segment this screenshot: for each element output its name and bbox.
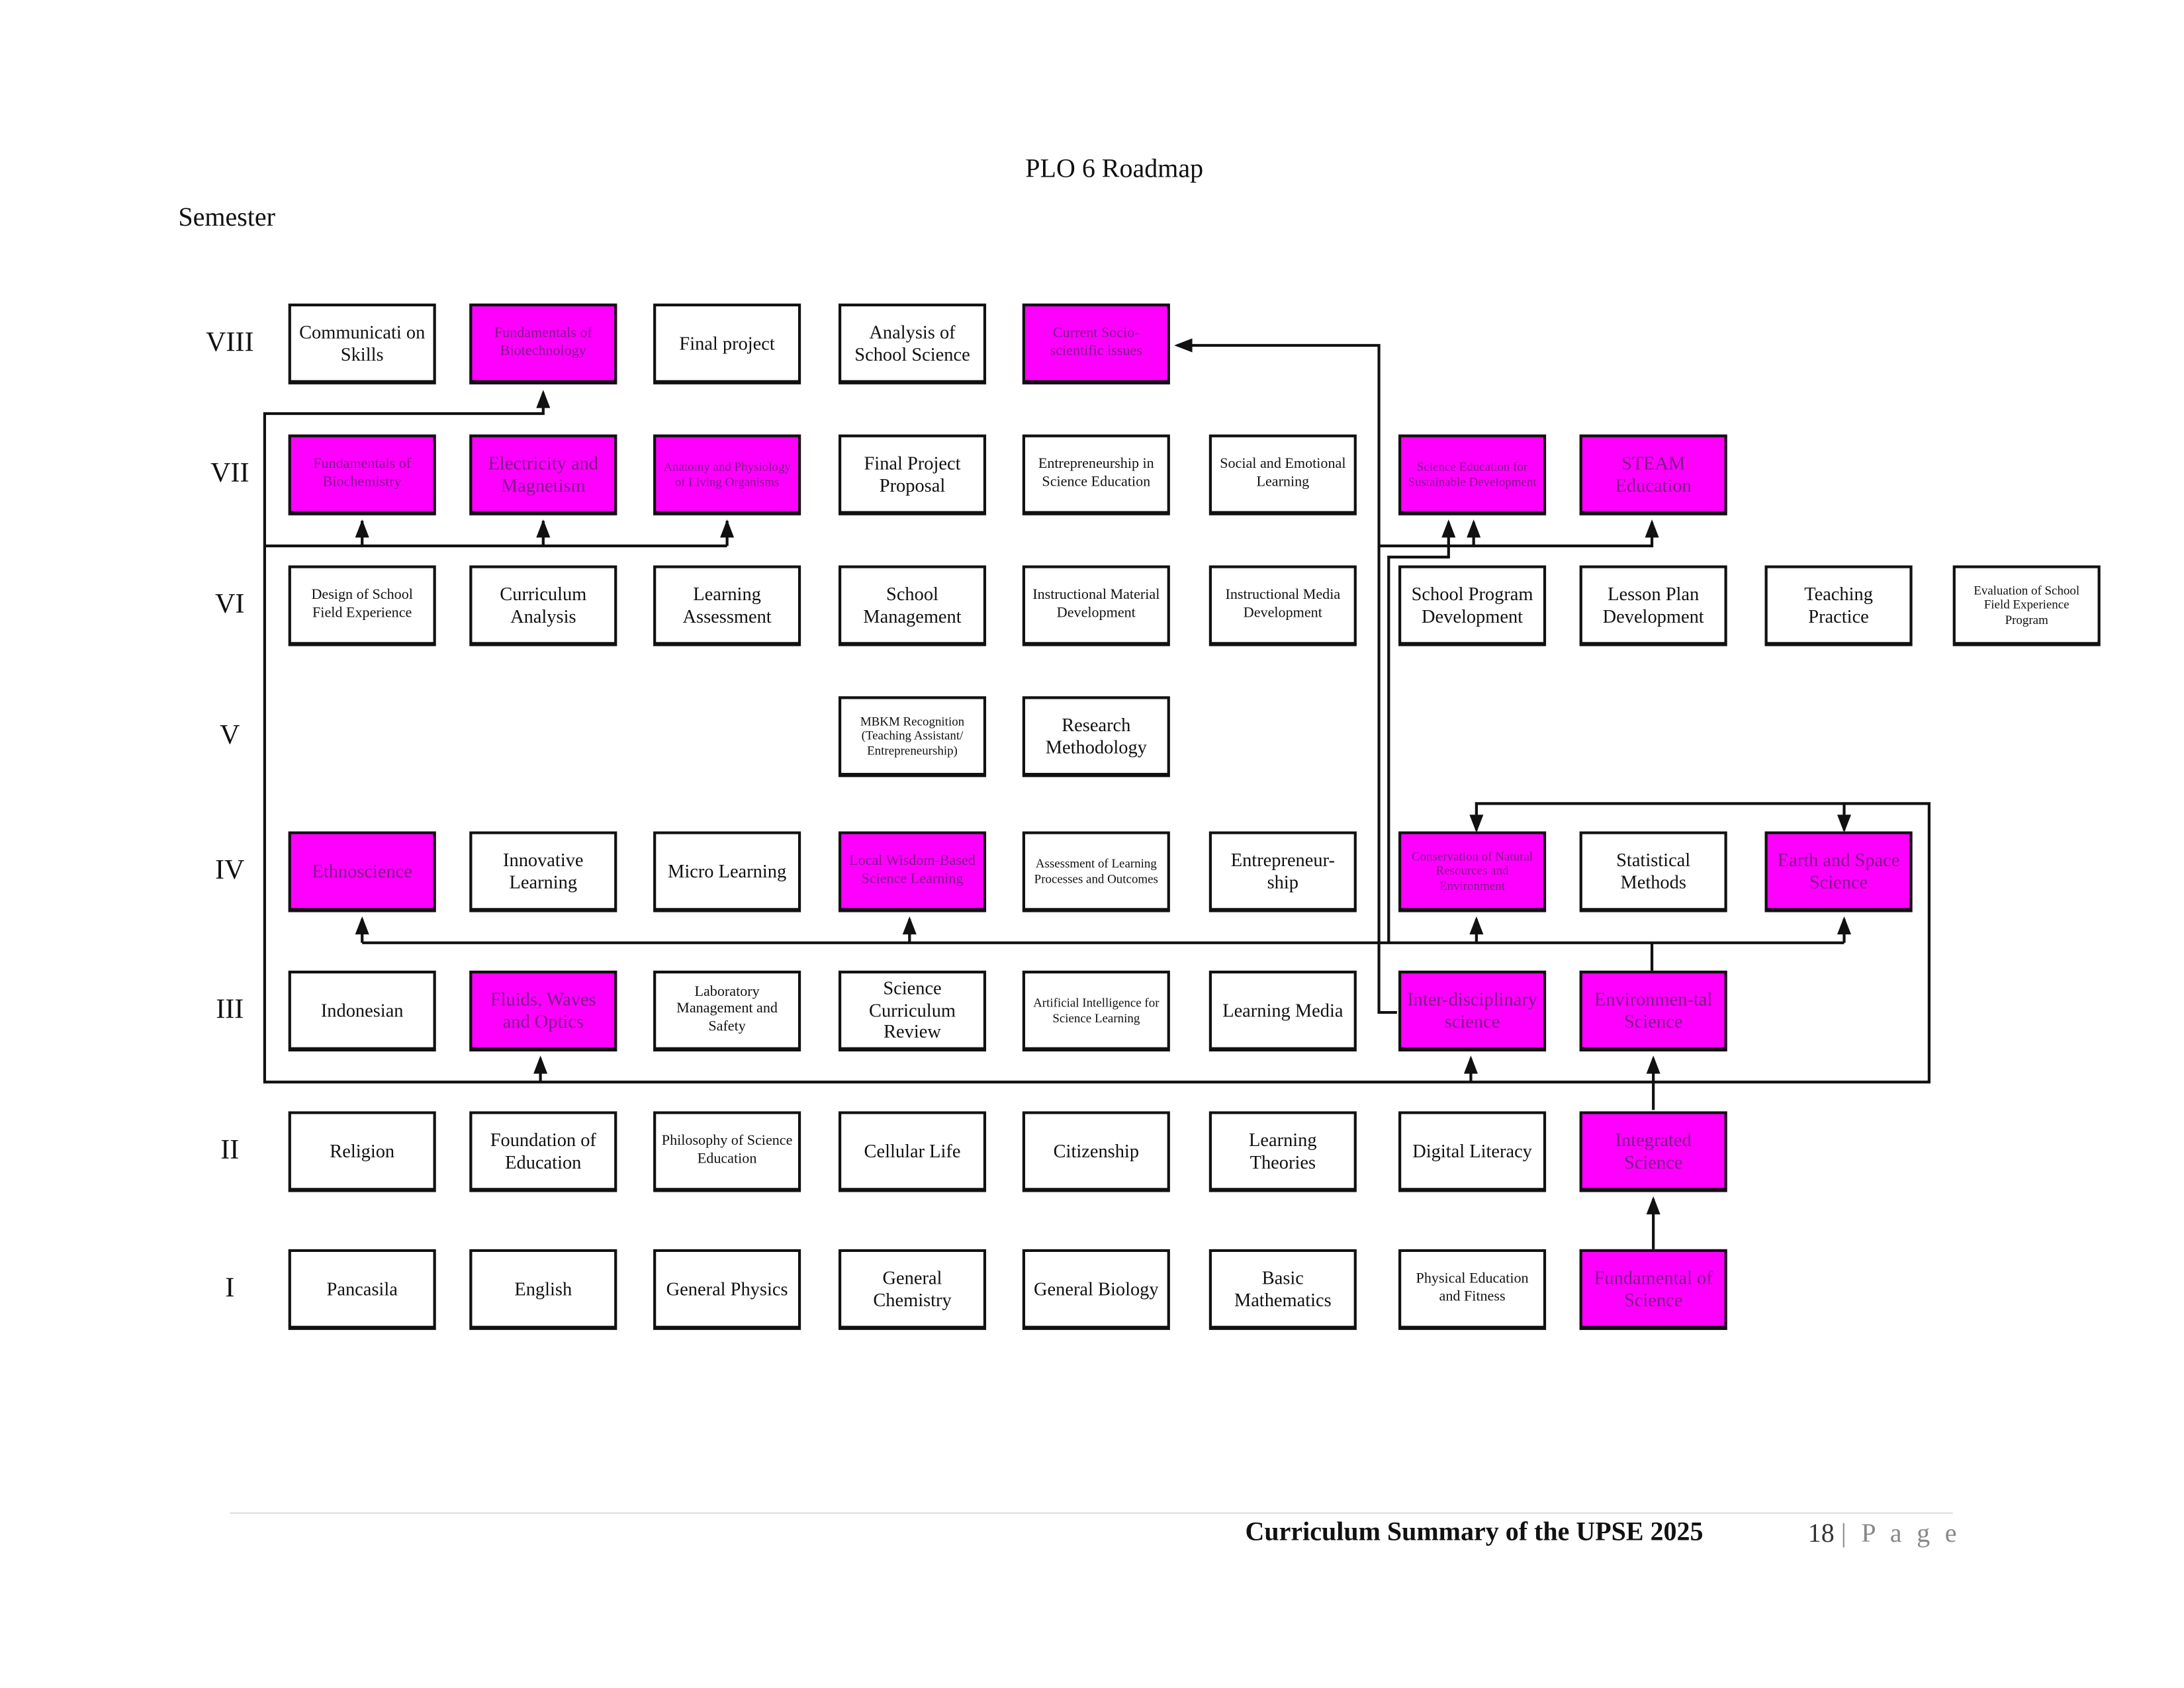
course-box: Lesson Plan Development	[1579, 565, 1727, 646]
course-box: Innovative Learning	[469, 831, 617, 912]
arrow-head-icon	[355, 916, 369, 935]
course-box-highlighted: STEAM Education	[1579, 434, 1727, 515]
course-box: Pancasila	[288, 1249, 436, 1330]
course-box: Artificial Intelligence for Science Lear…	[1022, 970, 1170, 1051]
connector-line	[1387, 522, 1450, 943]
course-box: Learning Assessment	[653, 565, 801, 646]
semester-label: V	[220, 720, 240, 751]
course-box-highlighted: Fluids, Waves and Optics	[469, 970, 617, 1051]
course-box: Entrepreneurship in Science Education	[1022, 434, 1170, 515]
course-box: English	[469, 1249, 617, 1330]
connector-line	[1471, 802, 1931, 1084]
course-box: General Physics	[653, 1249, 801, 1330]
course-box: Statistical Methods	[1579, 831, 1727, 912]
course-box: Design of School Field Experience	[288, 565, 436, 646]
course-box: Communicati on Skills	[288, 303, 436, 384]
course-box: Religion	[288, 1111, 436, 1192]
semester-label: II	[220, 1135, 240, 1166]
course-box-highlighted: Earth and Space Science	[1764, 831, 1913, 912]
course-box-highlighted: Electricity and Magnetism	[469, 434, 617, 515]
course-box: Digital Literacy	[1398, 1111, 1547, 1192]
arrow-head-icon	[1469, 815, 1484, 833]
course-box: School Program Development	[1398, 565, 1547, 646]
course-box-highlighted: Local Wisdom-Based Science Learning	[838, 831, 987, 912]
page-number: 18 | P a g e	[1808, 1519, 1961, 1550]
semester-label: I	[225, 1272, 235, 1304]
course-box-highlighted: Environmen-tal Science	[1579, 970, 1727, 1051]
course-box-highlighted: Anatomy and Physiology of Living Organis…	[653, 434, 801, 515]
semester-label: VI	[215, 589, 245, 620]
semester-label: IV	[215, 855, 245, 886]
course-box-highlighted: Ethnoscience	[288, 831, 436, 912]
arrow-head-icon	[902, 916, 917, 935]
course-box: Evaluation of School Field Experience Pr…	[1952, 565, 2101, 646]
course-box: Micro Learning	[653, 831, 801, 912]
course-box-highlighted: Fundamentals of Biotechnology	[469, 303, 617, 384]
arrow-head-icon	[536, 519, 551, 538]
course-box: Analysis of School Science	[838, 303, 987, 384]
connector-line	[1177, 343, 1397, 1014]
arrow-head-icon	[1441, 519, 1456, 538]
semester-label: VII	[210, 458, 250, 489]
footer-text: Curriculum Summary of the UPSE 2025	[1245, 1518, 1704, 1548]
semester-axis-label: Semester	[178, 203, 275, 233]
course-box: Foundation of Education	[469, 1111, 617, 1192]
course-box: Philosophy of Science Education	[653, 1111, 801, 1192]
course-box: General Chemistry	[838, 1249, 987, 1330]
course-box: Physical Education and Fitness	[1398, 1249, 1547, 1330]
course-box: Research Methodology	[1022, 696, 1170, 777]
arrow-head-icon	[1469, 916, 1484, 935]
course-box: Entrepreneur-ship	[1208, 831, 1357, 912]
course-box: Social and Emotional Learning	[1208, 434, 1357, 515]
page-title: PLO 6 Roadmap	[1025, 154, 1204, 184]
course-box: General Biology	[1022, 1249, 1170, 1330]
page-label: | P a g e	[1841, 1519, 1961, 1549]
arrow-head-icon	[1467, 519, 1481, 538]
course-box: Indonesian	[288, 970, 436, 1051]
arrow-head-icon	[533, 1055, 548, 1074]
course-box: Learning Theories	[1208, 1111, 1357, 1192]
arrow-head-icon	[1645, 519, 1659, 538]
course-box: Assessment of Learning Processes and Out…	[1022, 831, 1170, 912]
arrow-head-icon	[1837, 815, 1852, 833]
course-box-highlighted: Inter-disciplinary science	[1398, 970, 1547, 1051]
course-box: Learning Media	[1208, 970, 1357, 1051]
course-box: Final project	[653, 303, 801, 384]
course-box-highlighted: Science Education for Sustainable Develo…	[1398, 434, 1547, 515]
course-box: Final Project Proposal	[838, 434, 987, 515]
course-box-highlighted: Current Socio-scientific issues	[1022, 303, 1170, 384]
course-box-highlighted: Conservation of Natural Resources and En…	[1398, 831, 1547, 912]
course-box: Curriculum Analysis	[469, 565, 617, 646]
course-box-highlighted: Fundamental of Science	[1579, 1249, 1727, 1330]
semester-label: VIII	[206, 327, 254, 358]
course-box: Citizenship	[1022, 1111, 1170, 1192]
course-box: Laboratory Management and Safety	[653, 970, 801, 1051]
course-box: Instructional Media Development	[1208, 565, 1357, 646]
course-box: MBKM Recognition (Teaching Assistant/ En…	[838, 696, 987, 777]
page-number-value: 18	[1807, 1519, 1835, 1549]
arrow-head-icon	[1463, 1055, 1478, 1074]
arrow-head-icon	[1646, 1196, 1661, 1215]
arrow-head-icon	[536, 390, 551, 408]
connector-line	[1379, 522, 1654, 548]
course-box-highlighted: Integrated Science	[1579, 1111, 1727, 1192]
course-box-highlighted: Fundamentals of Biochemistry	[288, 434, 436, 515]
semester-label: III	[216, 994, 244, 1025]
arrow-head-icon	[720, 519, 735, 538]
course-box: Cellular Life	[838, 1111, 987, 1192]
arrow-head-icon	[1174, 338, 1193, 353]
arrow-head-icon	[1646, 1055, 1661, 1074]
course-box: Instructional Material Development	[1022, 565, 1170, 646]
arrow-head-icon	[1837, 916, 1852, 935]
course-box: Science Curriculum Review	[838, 970, 987, 1051]
course-box: Basic Mathematics	[1208, 1249, 1357, 1330]
course-box: School Management	[838, 565, 987, 646]
course-box: Teaching Practice	[1764, 565, 1913, 646]
footer-divider	[230, 1512, 1953, 1514]
arrow-head-icon	[355, 519, 369, 538]
